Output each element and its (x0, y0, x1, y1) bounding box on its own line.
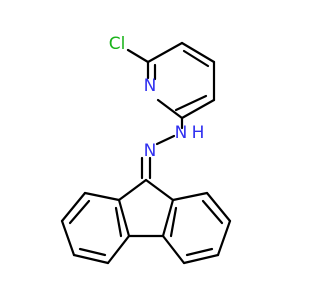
bond (156, 98, 184, 120)
atom-label-n-imine: N (144, 141, 157, 161)
bond (72, 253, 110, 265)
bond (114, 206, 123, 238)
bond (161, 234, 186, 265)
bond (146, 41, 184, 64)
bond (106, 234, 131, 265)
bond (83, 191, 121, 202)
bond (205, 191, 232, 223)
bond (171, 191, 209, 202)
bond (117, 178, 148, 202)
bond (180, 41, 216, 64)
bond (78, 247, 107, 257)
atom-label-n-pyridine: N (144, 76, 157, 96)
atom-label-cl: Cl (109, 34, 126, 54)
atom-label-h: H (192, 123, 205, 143)
bond (182, 253, 220, 265)
bond (185, 247, 214, 257)
bond (216, 219, 232, 257)
bond (174, 94, 208, 112)
bond (180, 98, 216, 120)
bond (126, 48, 150, 64)
bond (161, 198, 175, 238)
bond (182, 49, 210, 68)
bond (169, 206, 178, 238)
fluorene-core (60, 178, 232, 265)
bond (144, 178, 175, 202)
atom-labels: Cl N N H N (109, 34, 205, 161)
bond (60, 191, 87, 223)
bond (68, 199, 91, 225)
chemical-structure-diagram: Cl N N H N (60, 34, 232, 265)
bond (117, 198, 131, 238)
bond (60, 219, 76, 257)
bond (201, 199, 224, 225)
atom-label-n-amine: N (175, 123, 188, 143)
bond (155, 134, 176, 146)
pyridine-ring (146, 41, 216, 120)
